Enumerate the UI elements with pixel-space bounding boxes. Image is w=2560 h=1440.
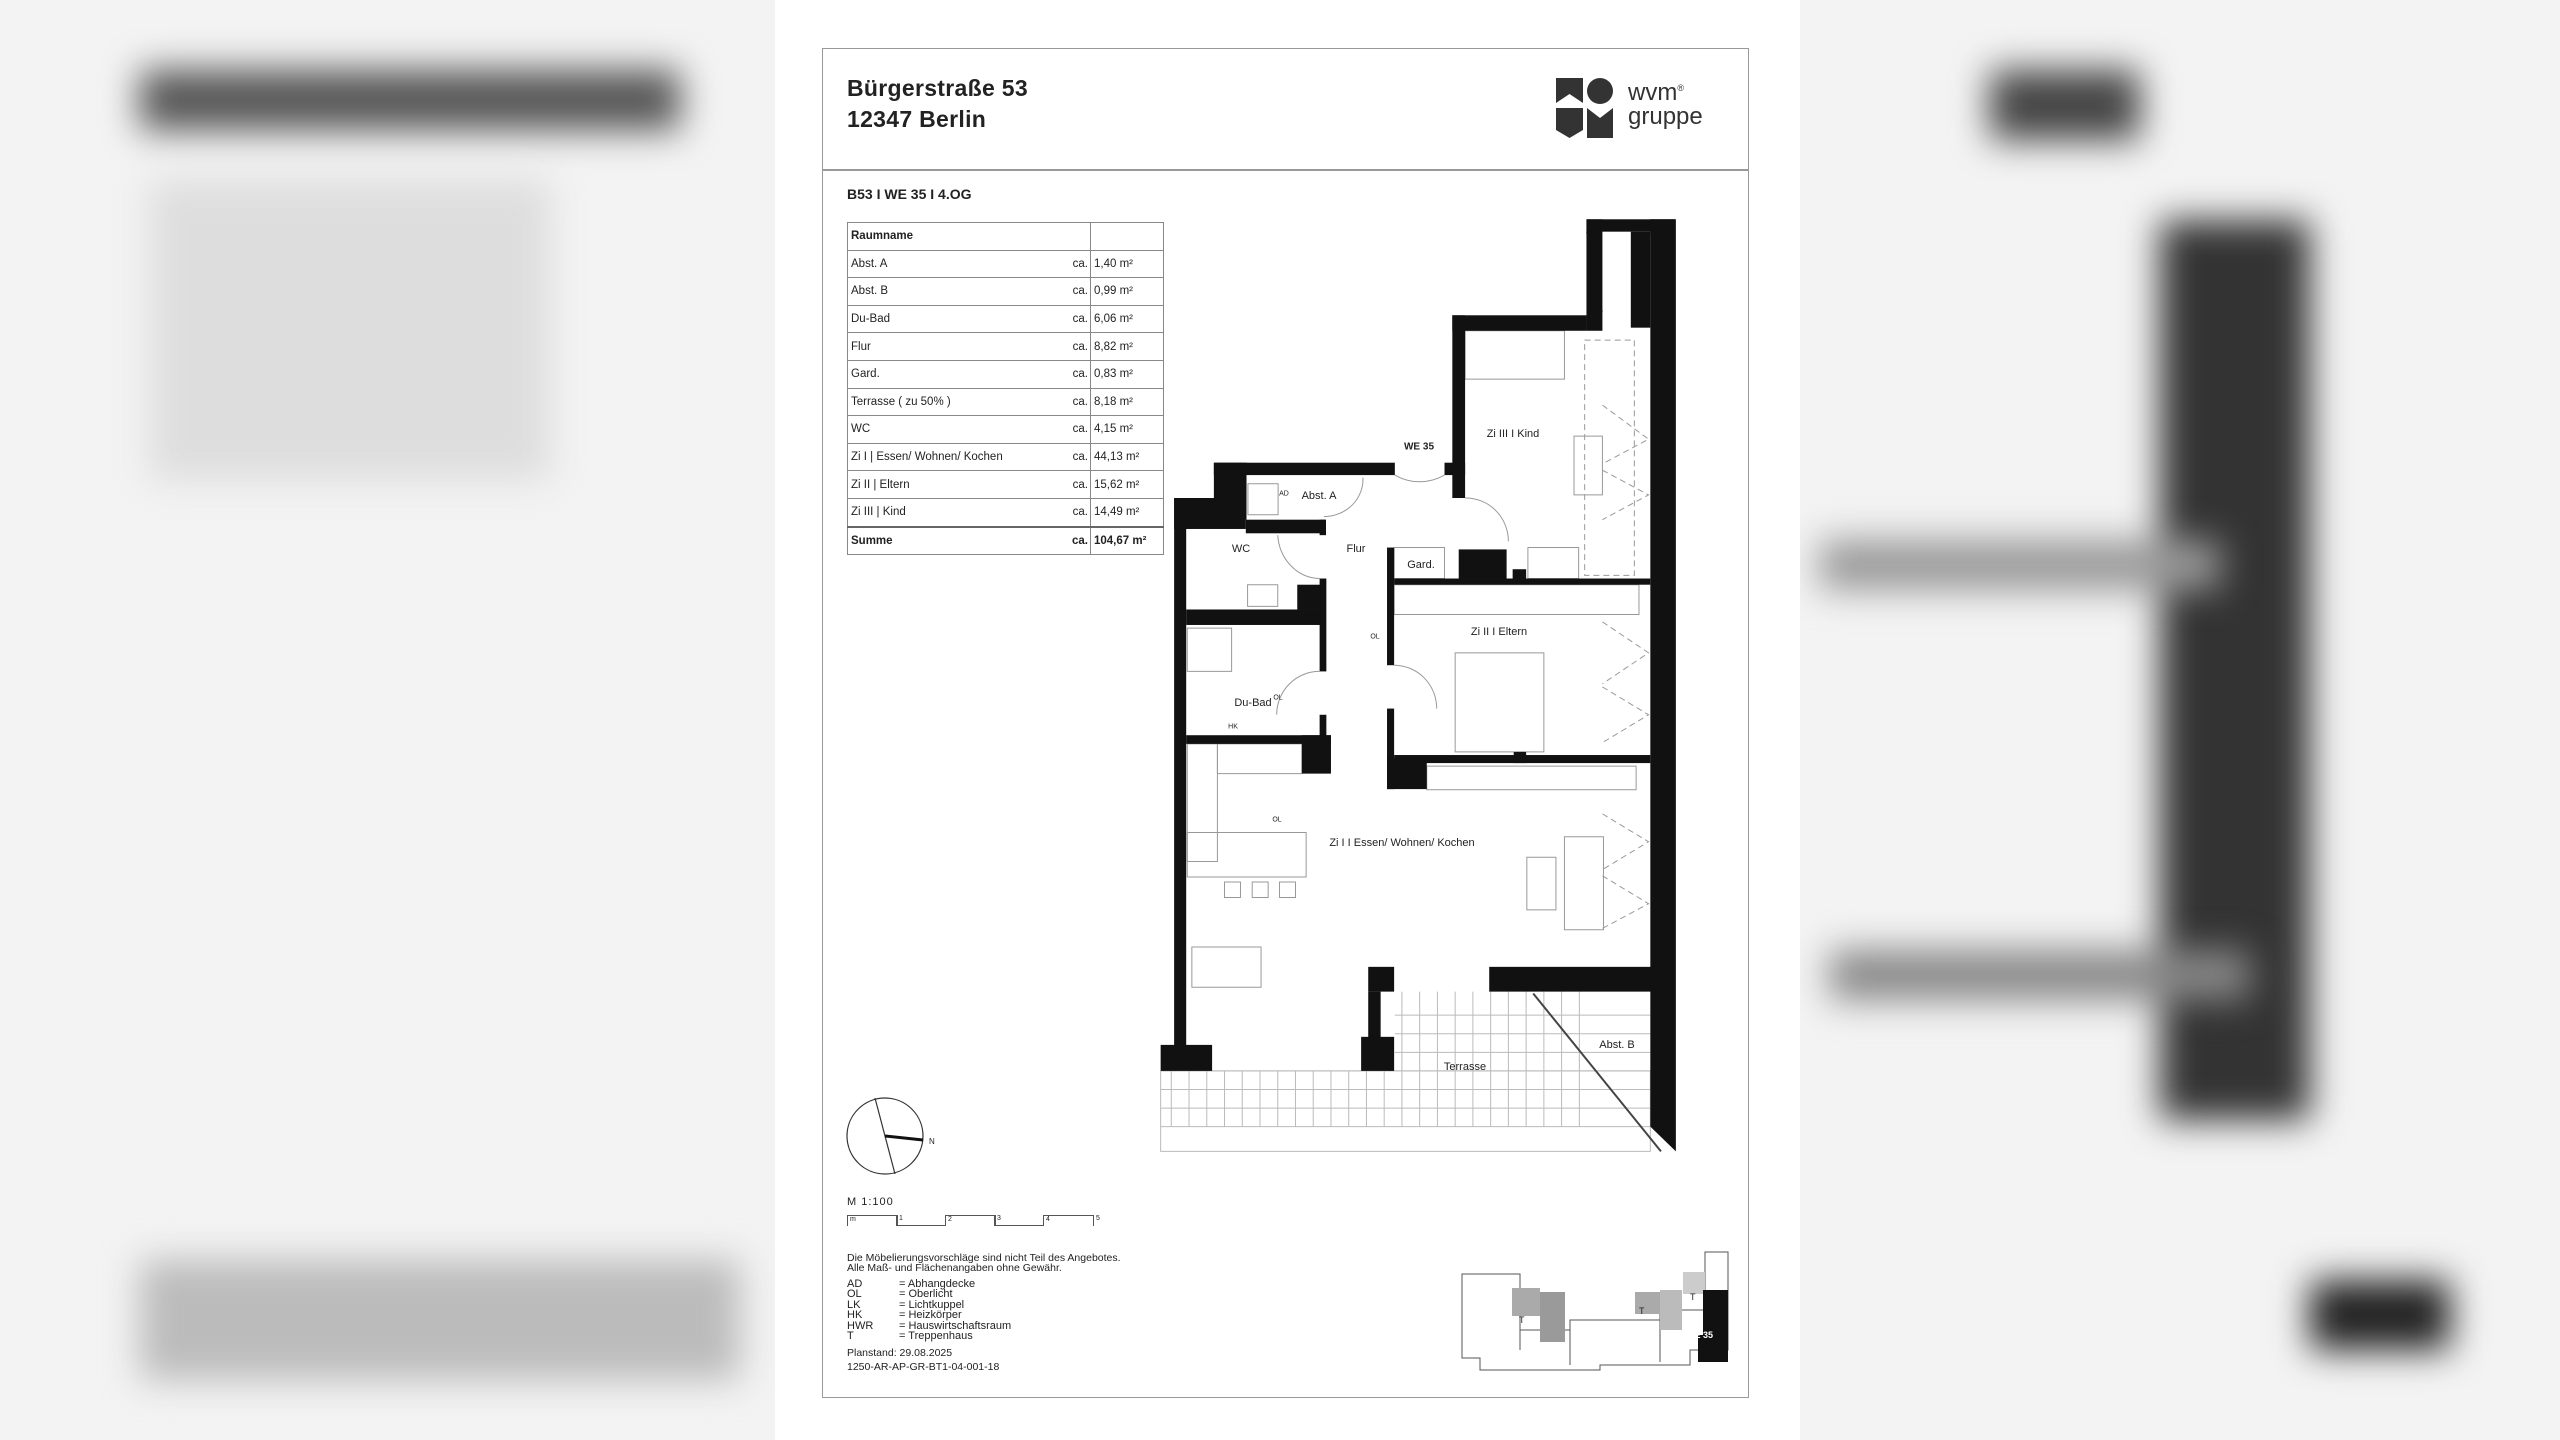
plan-date: Planstand: 29.08.2025	[847, 1347, 953, 1359]
room-label-wohnen: Zi I I Essen/ Wohnen/ Kochen	[1329, 837, 1475, 849]
table-row: Terrasse ( zu 50% )ca.8,18 m²	[847, 387, 1164, 417]
walls	[1160, 219, 1676, 1152]
scale-label: M 1:100	[847, 1196, 894, 1208]
unit-title: B53 I WE 35 I 4.OG	[847, 186, 972, 202]
blurred-background-right	[1990, 70, 2140, 140]
keyplan-stair-label: T	[1519, 1315, 1525, 1325]
room-label-flur: Flur	[1346, 543, 1366, 555]
blurred-background-right	[1830, 950, 2250, 1000]
entrance-label: WE 35	[1403, 441, 1435, 453]
room-label-abst-a: Abst. A	[1301, 490, 1337, 502]
blurred-background-left	[150, 180, 550, 480]
compass-icon	[846, 1097, 924, 1175]
ol-label: OL	[1272, 816, 1282, 824]
logo-text: wvm® gruppe	[1628, 79, 1703, 130]
logo-mark-icon	[1556, 78, 1613, 138]
sheet-frame	[822, 48, 1749, 1398]
ol-label: OL	[1370, 633, 1380, 641]
table-header: Raumname	[847, 222, 1091, 251]
ad-label: AD	[1279, 490, 1289, 498]
key-plan	[1461, 1251, 1729, 1371]
keyplan-stair-label: T	[1690, 1292, 1696, 1302]
keyplan-unit-label: WE 35	[1686, 1330, 1714, 1340]
blurred-background-right	[2310, 1280, 2450, 1350]
room-label-kind: Zi III I Kind	[1486, 428, 1540, 440]
room-label-eltern: Zi II I Eltern	[1470, 626, 1528, 638]
blurred-background-left	[140, 1260, 740, 1380]
header-divider	[822, 169, 1749, 171]
abbreviation-legend: AD= Abhangdecke OL= Oberlicht LK= Lichtk…	[847, 1278, 1012, 1343]
blurred-background-left	[140, 70, 680, 130]
address: Bürgerstraße 53 12347 Berlin	[847, 73, 1028, 135]
floor-plan-drawing	[1150, 219, 1676, 1170]
room-label-wc: WC	[1231, 543, 1251, 555]
company-logo: wvm® gruppe	[1556, 78, 1726, 140]
room-label-terrasse: Terrasse	[1443, 1061, 1487, 1073]
table-row: Gard.ca.0,83 m²	[847, 359, 1164, 389]
disclaimer: Die Möbelierungsvorschläge sind nicht Te…	[847, 1252, 1121, 1274]
ol-label: OL	[1273, 694, 1283, 702]
room-label-gard: Gard.	[1407, 559, 1435, 571]
compass-north-label: N	[929, 1137, 935, 1146]
blurred-background-right	[1820, 540, 2220, 590]
room-outlines	[1187, 232, 1661, 1152]
hk-label: HK	[1228, 723, 1238, 731]
address-street: Bürgerstraße 53	[847, 75, 1028, 101]
room-label-du-bad: Du-Bad	[1234, 697, 1272, 709]
terrace-grid	[1161, 992, 1651, 1152]
keyplan-stair-label: T	[1639, 1306, 1645, 1316]
address-city: 12347 Berlin	[847, 106, 987, 132]
room-label-abst-b: Abst. B	[1599, 1039, 1635, 1051]
scale-bar: m 1 2 3 4 5	[847, 1215, 1100, 1229]
plan-code: 1250-AR-AP-GR-BT1-04-001-18	[847, 1361, 1000, 1373]
table-header-row: Raumname	[847, 222, 1164, 251]
